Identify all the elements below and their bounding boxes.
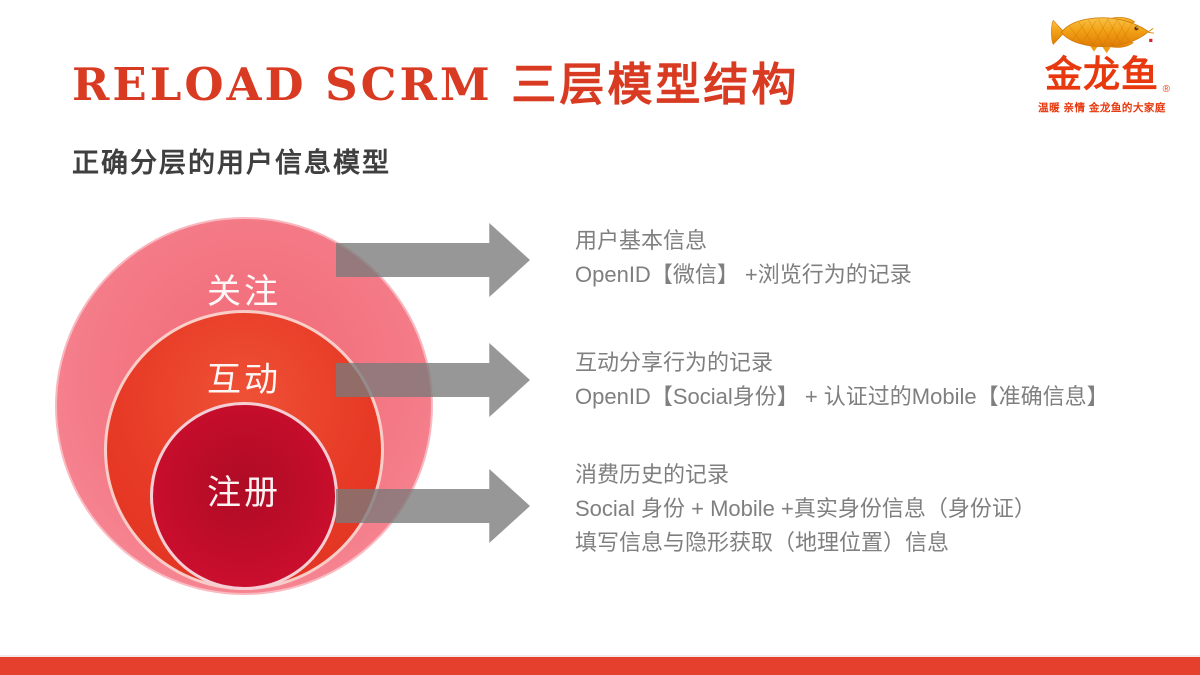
description-line: 互动分享行为的记录 (575, 350, 774, 375)
layer-label-follow: 关注 (207, 273, 281, 311)
description-line: 消费历史的记录 (575, 462, 730, 487)
description-line: 用户基本信息 (575, 228, 708, 253)
description-line: 填写信息与隐形获取（地理位置）信息 (575, 530, 950, 555)
brand-name: 金龙鱼 ® (1045, 54, 1171, 95)
description-block-interact: 互动分享行为的记录 OpenID【Social身份】 + 认证过的Mobile【… (575, 346, 1109, 414)
brand-logo: 金龙鱼 ® 温暖 亲情 金龙鱼的大家庭 (1020, 10, 1184, 115)
page-subtitle: 正确分层的用户信息模型 (72, 148, 391, 178)
brand-tagline: 温暖 亲情 金龙鱼的大家庭 (1038, 102, 1166, 114)
footer-accent-bar (0, 655, 1200, 675)
registered-trademark-icon: ® (1162, 84, 1171, 95)
description-block-follow: 用户基本信息 OpenID【微信】 +浏览行为的记录 (575, 224, 912, 292)
description-line: OpenID【Social身份】 + 认证过的Mobile【准确信息】 (575, 384, 1109, 409)
layer-label-interact: 互动 (207, 361, 281, 399)
description-block-register: 消费历史的记录 Social 身份 + Mobile +真实身份信息（身份证） … (575, 458, 1036, 560)
golden-arowana-fish-icon (1051, 17, 1154, 54)
description-line: Social 身份 + Mobile +真实身份信息（身份证） (575, 496, 1036, 521)
layer-label-register: 注册 (207, 474, 281, 512)
circle-layer-register (150, 402, 338, 590)
description-line: OpenID【微信】 +浏览行为的记录 (575, 262, 912, 287)
page-title: RELOAD SCRM 三层模型结构 (72, 58, 800, 111)
